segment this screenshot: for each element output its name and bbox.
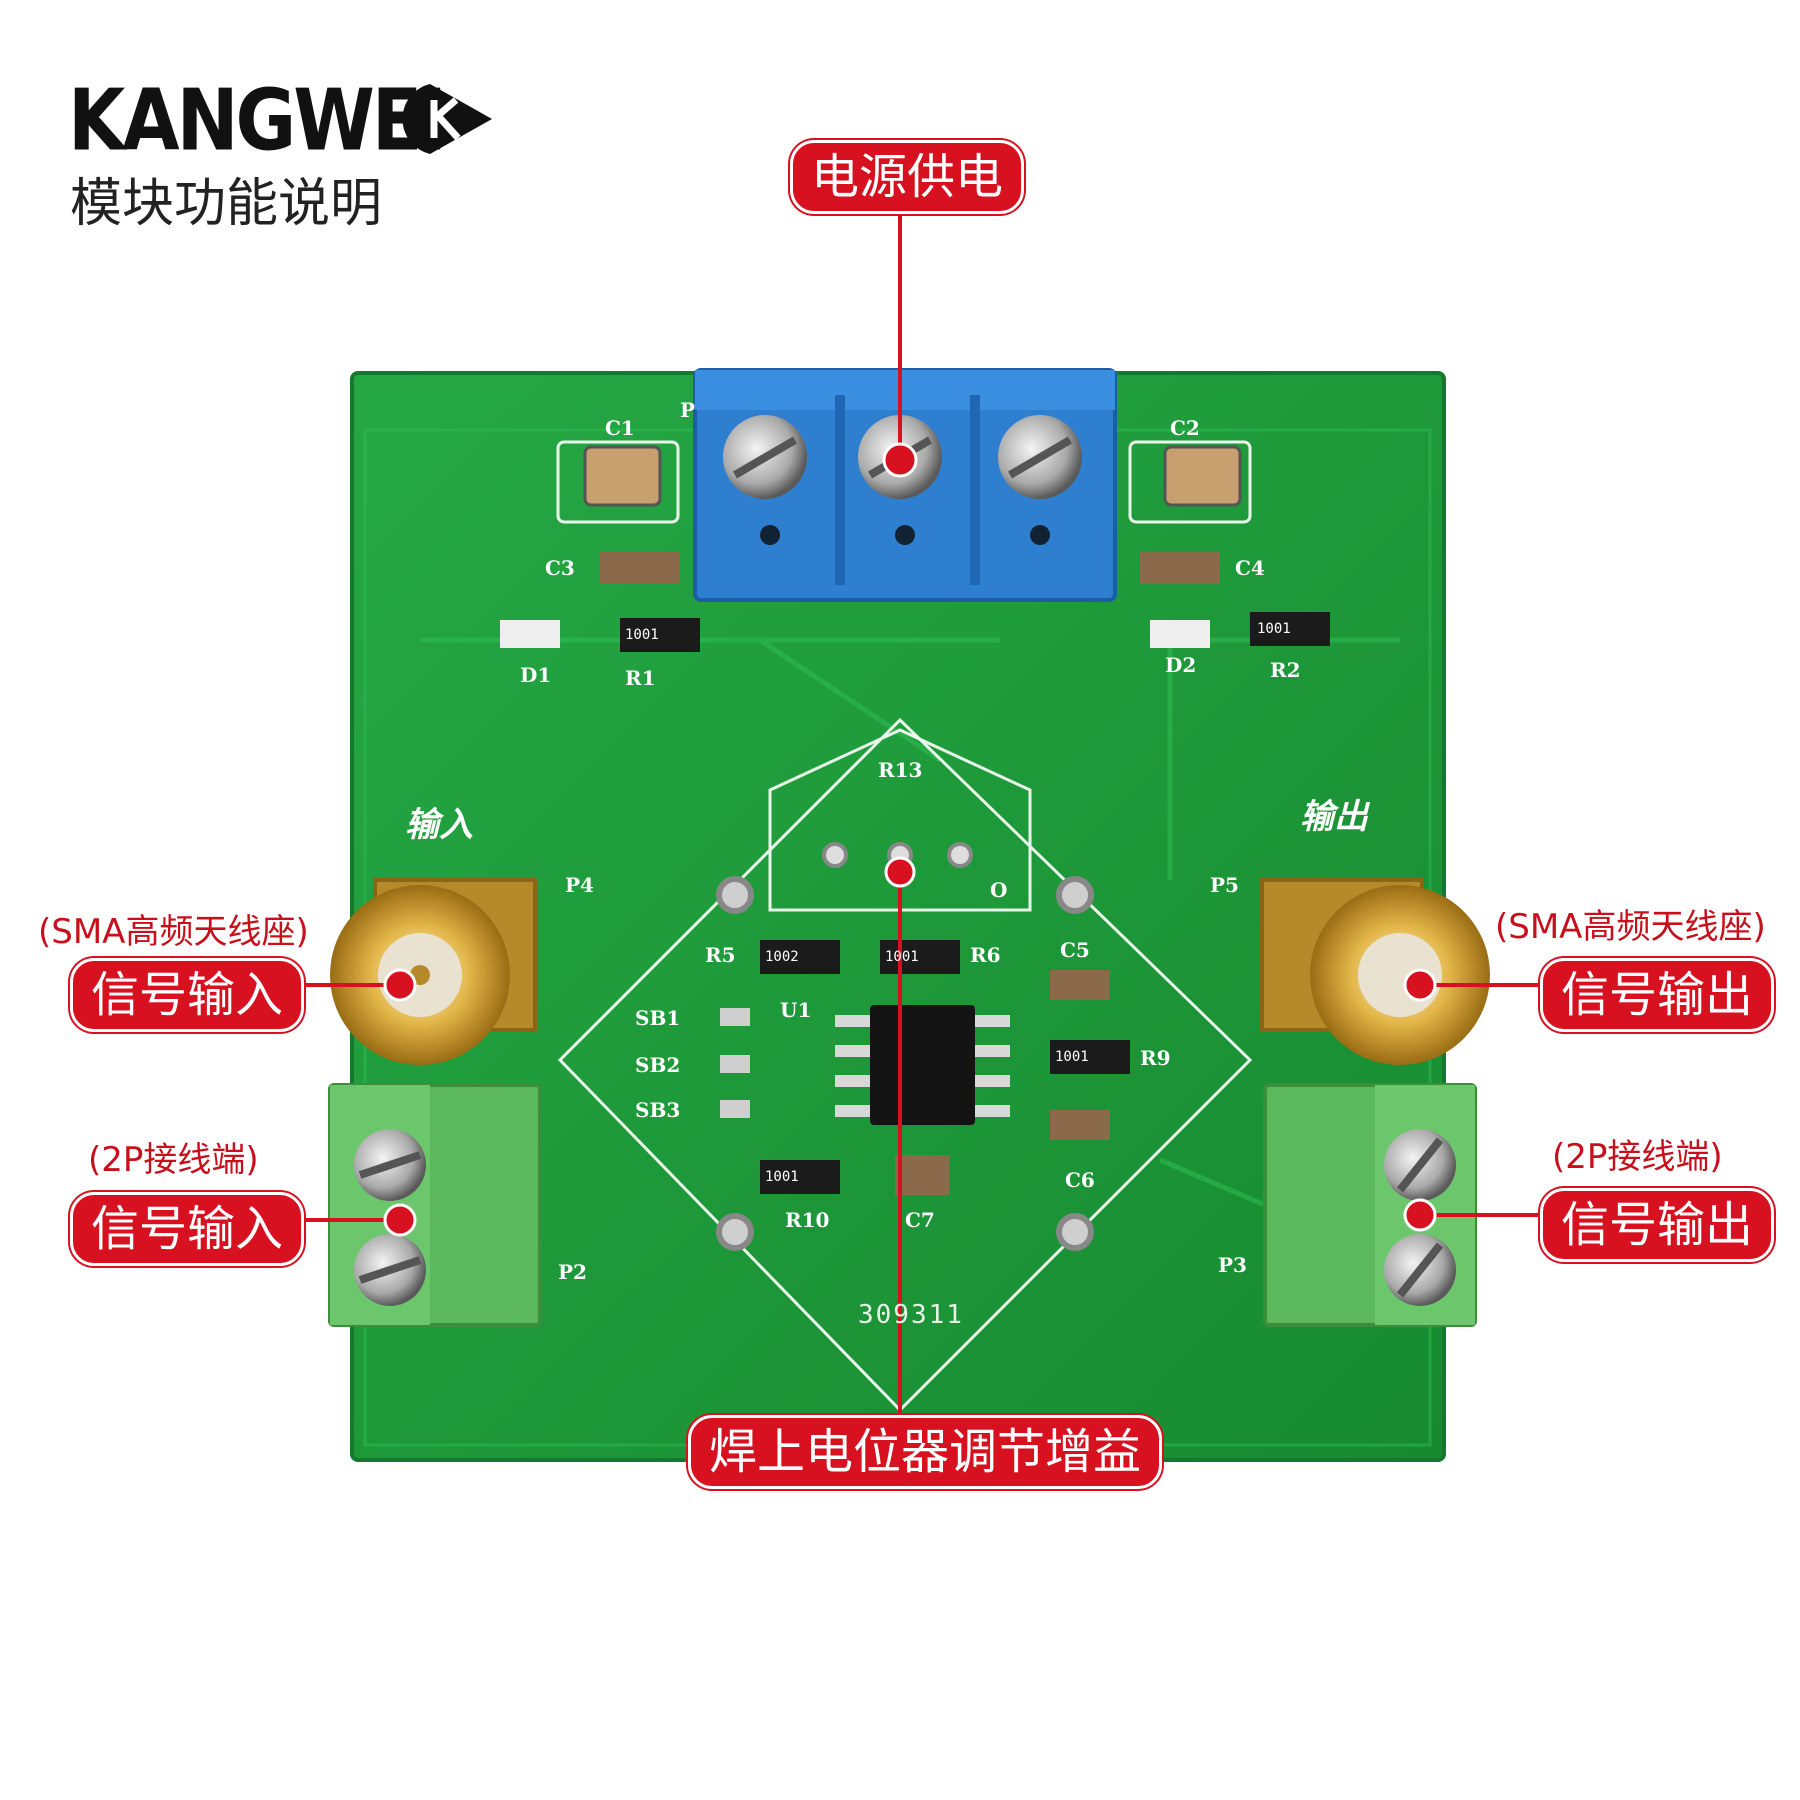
- code-r5: 1002: [765, 949, 799, 965]
- code-r9: 1001: [1055, 1049, 1089, 1065]
- code-r10: 1001: [765, 1169, 799, 1185]
- callout-terminal-input: 信号输入: [70, 1192, 305, 1266]
- silk-r13: R13: [878, 758, 923, 782]
- silk-r2: R2: [1270, 658, 1301, 682]
- callout-terminal-output: 信号输出: [1540, 1188, 1775, 1262]
- code-r2: 1001: [1257, 621, 1291, 637]
- silk-c7: C7: [905, 1208, 935, 1232]
- silk-c3: C3: [545, 556, 575, 580]
- silk-p5: P5: [1210, 873, 1239, 897]
- silk-r10: R10: [785, 1208, 830, 1232]
- silk-c5: C5: [1060, 938, 1090, 962]
- silk-r9: R9: [1140, 1046, 1171, 1070]
- callout-power: 电源供电: [790, 140, 1025, 214]
- silk-sb1: SB1: [635, 1006, 681, 1030]
- silk-d1: D1: [520, 663, 552, 687]
- silk-p4: P4: [565, 873, 594, 897]
- callout-sma-output: 信号输出: [1540, 958, 1775, 1032]
- silk-p2: P2: [558, 1260, 587, 1284]
- silk-c4: C4: [1235, 556, 1265, 580]
- code-r6: 1001: [885, 949, 919, 965]
- silk-c6: C6: [1065, 1168, 1095, 1192]
- silk-c2: C2: [1170, 416, 1200, 440]
- silk-sb2: SB2: [635, 1053, 681, 1077]
- silk-u1: U1: [780, 998, 812, 1022]
- silk-r1: R1: [625, 666, 656, 690]
- silk-output-label: 输出: [1300, 797, 1368, 837]
- callout-gain: 焊上电位器调节增益: [688, 1415, 1163, 1489]
- silk-o: O: [990, 878, 1008, 902]
- silk-p3: P3: [1218, 1253, 1247, 1277]
- note-sma-input: (SMA高频天线座): [38, 912, 309, 952]
- code-r1: 1001: [625, 627, 659, 643]
- callout-sma-input: 信号输入: [70, 958, 305, 1032]
- note-sma-output: (SMA高频天线座): [1495, 907, 1766, 947]
- silk-input-label: 输入: [405, 805, 473, 845]
- brand-logo-icon: [402, 84, 492, 154]
- silk-r6: R6: [970, 943, 1001, 967]
- note-terminal-output: (2P接线端): [1552, 1137, 1723, 1177]
- silk-p: P: [680, 398, 696, 422]
- silk-r5: R5: [705, 943, 736, 967]
- silk-d2: D2: [1165, 653, 1197, 677]
- note-terminal-input: (2P接线端): [88, 1140, 259, 1180]
- page-subtitle: 模块功能说明: [70, 174, 383, 234]
- brand-name: KANGWEI: [68, 71, 447, 170]
- silk-serial: 309311: [858, 1300, 964, 1330]
- silk-c1: C1: [605, 416, 635, 440]
- silk-sb3: SB3: [635, 1098, 681, 1122]
